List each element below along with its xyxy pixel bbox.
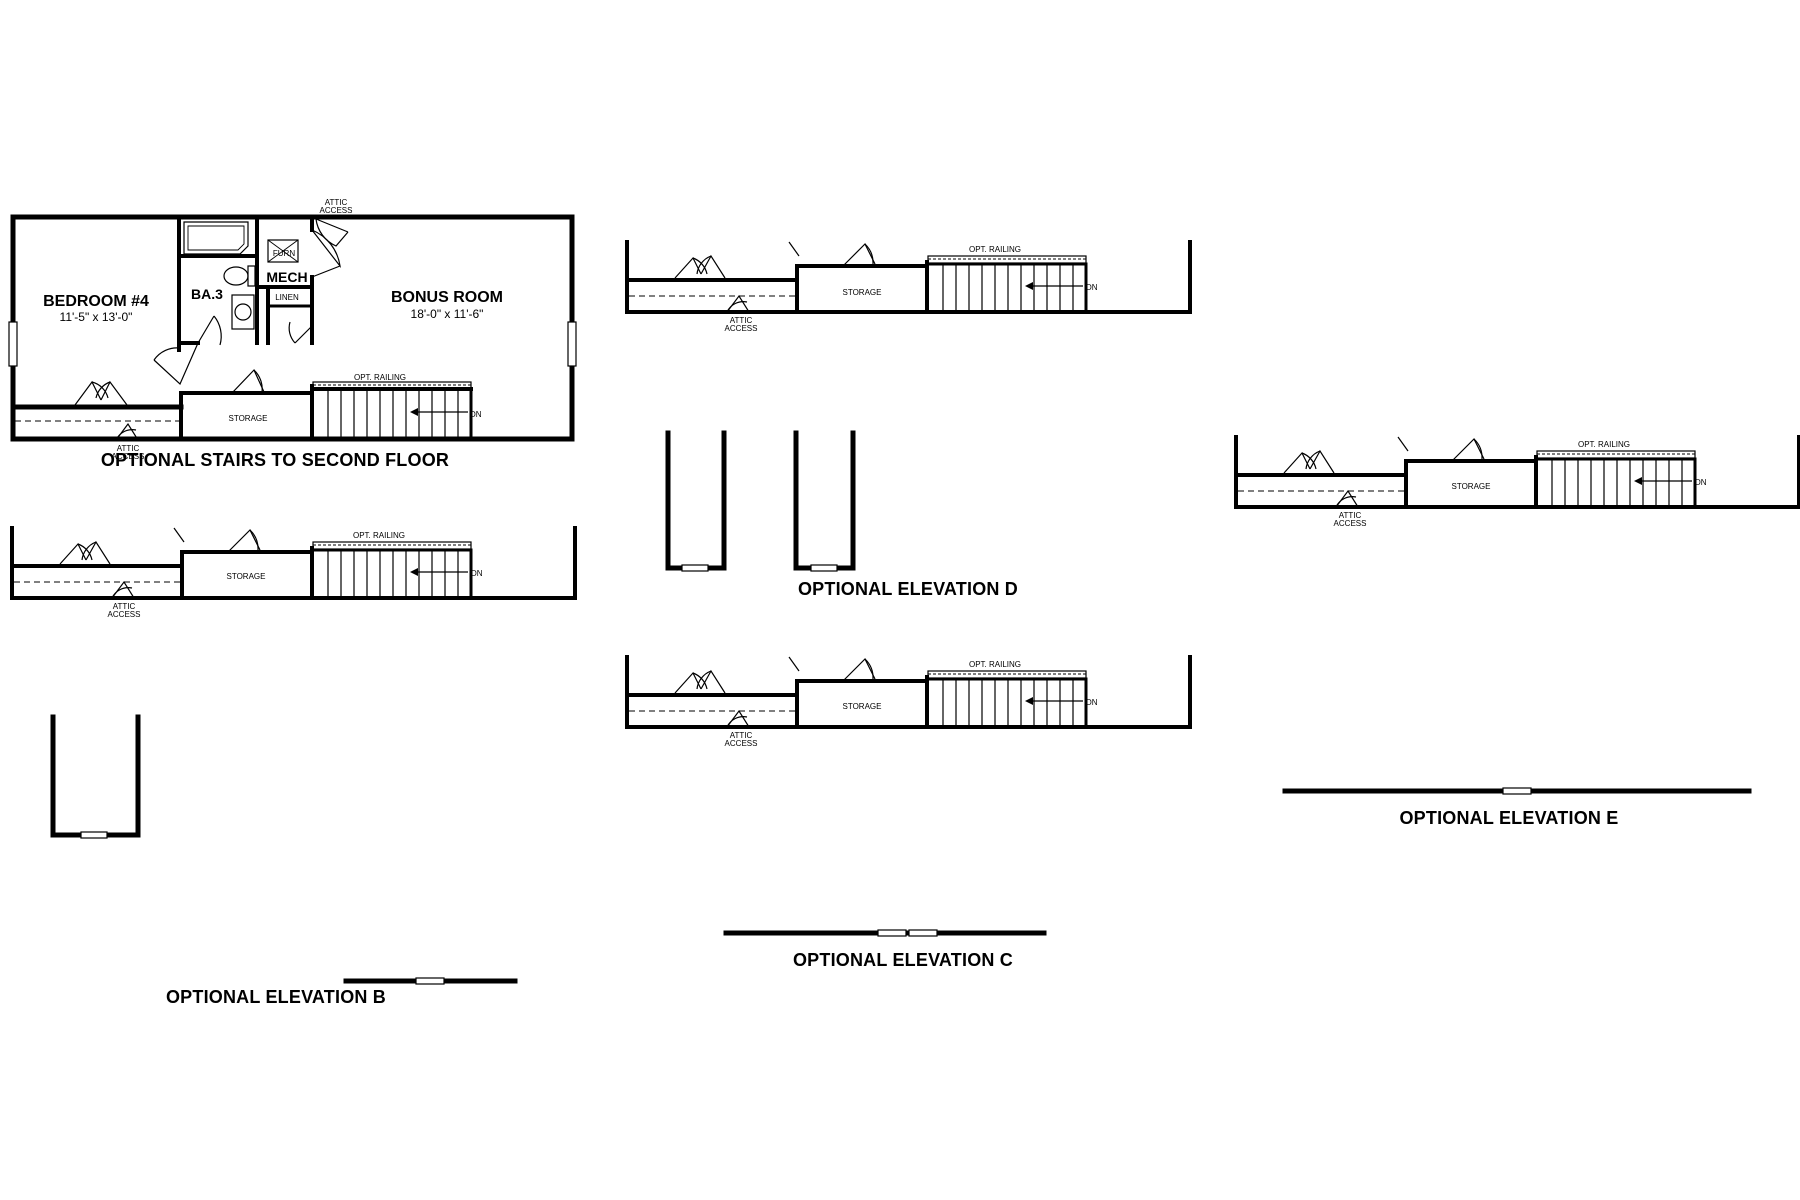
svg-text:DN: DN [471,569,483,578]
furnace [267,239,299,263]
attic-label: ATTIC [325,198,348,207]
svg-text:DN: DN [1086,283,1098,292]
svg-text:STORAGE: STORAGE [1452,482,1491,491]
title-elevation-e: OPTIONAL ELEVATION E [1399,808,1618,828]
svg-text:ATTIC: ATTIC [1339,511,1362,520]
elevation-c: OPTIONAL ELEVATION C [723,929,1047,970]
stair-treads [327,390,459,437]
window-left [8,321,18,367]
dn-label: DN [470,410,482,419]
svg-text:ATTIC: ATTIC [730,731,753,740]
main-floor-plan: BEDROOM #4 11'-5" x 13'-0" BA.3 MECH FUR… [8,198,577,470]
furn-label: FURN [273,249,295,258]
svg-text:STORAGE: STORAGE [843,288,882,297]
svg-text:STORAGE: STORAGE [843,702,882,711]
svg-text:ATTIC: ATTIC [730,316,753,325]
svg-text:OPT. RAILING: OPT. RAILING [353,531,405,540]
elevation-b: OPTIONAL ELEVATION B [50,714,518,1007]
stair-strip-1: STORAGE OPT. RAILING DN ATTIC ACCESS [10,526,577,619]
svg-text:OPT. RAILING: OPT. RAILING [969,660,1021,669]
svg-text:ACCESS: ACCESS [108,610,141,619]
elevation-e: OPTIONAL ELEVATION E [1282,787,1752,828]
svg-text:DN: DN [1695,478,1707,487]
title-elevation-b: OPTIONAL ELEVATION B [166,987,386,1007]
access-label: ACCESS [320,206,353,215]
storage-label: STORAGE [229,414,268,423]
mech-name: MECH [266,269,307,285]
svg-text:ACCESS: ACCESS [725,739,758,748]
bath3-name: BA.3 [191,286,223,302]
elevation-d: OPTIONAL ELEVATION D [665,430,1018,599]
svg-text:ACCESS: ACCESS [1334,519,1367,528]
opt-railing-label: OPT. RAILING [354,373,406,382]
svg-text:OPT. RAILING: OPT. RAILING [969,245,1021,254]
access-label: ACCESS [112,452,145,461]
svg-text:DN: DN [1086,698,1098,707]
bonus-room-name: BONUS ROOM [391,289,503,306]
svg-text:STORAGE: STORAGE [227,572,266,581]
bedroom4-dims: 11'-5" x 13'-0" [60,310,133,324]
stair-strip-4: STORAGE OPT. RAILING DN ATTIC ACCESS [1234,435,1800,528]
window-right [567,321,577,367]
attic-label: ATTIC [117,444,140,453]
svg-text:ACCESS: ACCESS [725,324,758,333]
toilet [223,266,249,286]
svg-text:OPT. RAILING: OPT. RAILING [1578,440,1630,449]
linen-label: LINEN [275,293,299,302]
title-optional-stairs: OPTIONAL STAIRS TO SECOND FLOOR [101,450,449,470]
stair-strip-3: STORAGE OPT. RAILING DN ATTIC ACCESS [625,655,1192,748]
title-elevation-c: OPTIONAL ELEVATION C [793,950,1013,970]
svg-text:ATTIC: ATTIC [113,602,136,611]
bathtub [183,221,249,255]
title-elevation-d: OPTIONAL ELEVATION D [798,579,1018,599]
bedroom4-name: BEDROOM #4 [43,293,149,310]
bonus-room-dims: 18'-0" x 11'-6" [411,307,484,321]
stair-strip-2: STORAGE OPT. RAILING DN ATTIC ACCESS [625,240,1192,333]
sink [231,294,255,330]
